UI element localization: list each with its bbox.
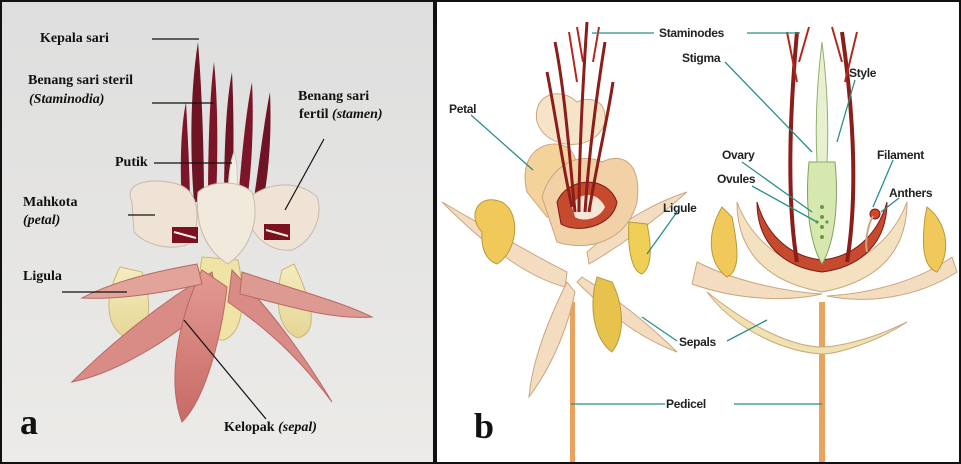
- left-flower: [442, 22, 687, 397]
- label-staminodia: (Staminodia): [29, 92, 104, 108]
- pedicel-left: [570, 302, 575, 462]
- label-staminodes: Staminodes: [659, 26, 724, 40]
- flower-diagram-illustration: [437, 2, 961, 464]
- label-kelopak-sepal: Kelopak (sepal): [224, 420, 317, 436]
- label-benang-sari-fertil: Benang sari: [298, 89, 369, 105]
- label-pedicel: Pedicel: [666, 397, 706, 411]
- label-sepals: Sepals: [679, 335, 716, 349]
- label-ovary: Ovary: [722, 148, 755, 162]
- panel-letter-a: a: [20, 404, 38, 440]
- flower-photo-illustration: [2, 2, 435, 464]
- label-mahkota: Mahkota: [23, 195, 77, 211]
- label-putik: Putik: [115, 155, 148, 171]
- label-style: Style: [849, 66, 876, 80]
- label-ligule: Ligule: [663, 201, 697, 215]
- label-fertil-stamen: fertil (stamen): [299, 107, 383, 123]
- panel-letter-b: b: [474, 408, 494, 444]
- pedicel-right: [819, 302, 825, 462]
- label-kepala-sari: Kepala sari: [40, 31, 109, 47]
- label-filament: Filament: [877, 148, 924, 162]
- label-benang-sari-steril: Benang sari steril: [28, 73, 133, 89]
- label-ligula: Ligula: [23, 269, 62, 285]
- label-ovules: Ovules: [717, 172, 755, 186]
- label-stigma: Stigma: [682, 51, 720, 65]
- label-petal-a: (petal): [23, 213, 60, 229]
- panel-b-diagram: Staminodes Stigma Style Petal Ovary Fila…: [435, 0, 961, 464]
- label-anthers: Anthers: [889, 186, 932, 200]
- panel-a-photo: Kepala sari Benang sari steril (Staminod…: [0, 0, 435, 464]
- label-petal-b: Petal: [449, 102, 476, 116]
